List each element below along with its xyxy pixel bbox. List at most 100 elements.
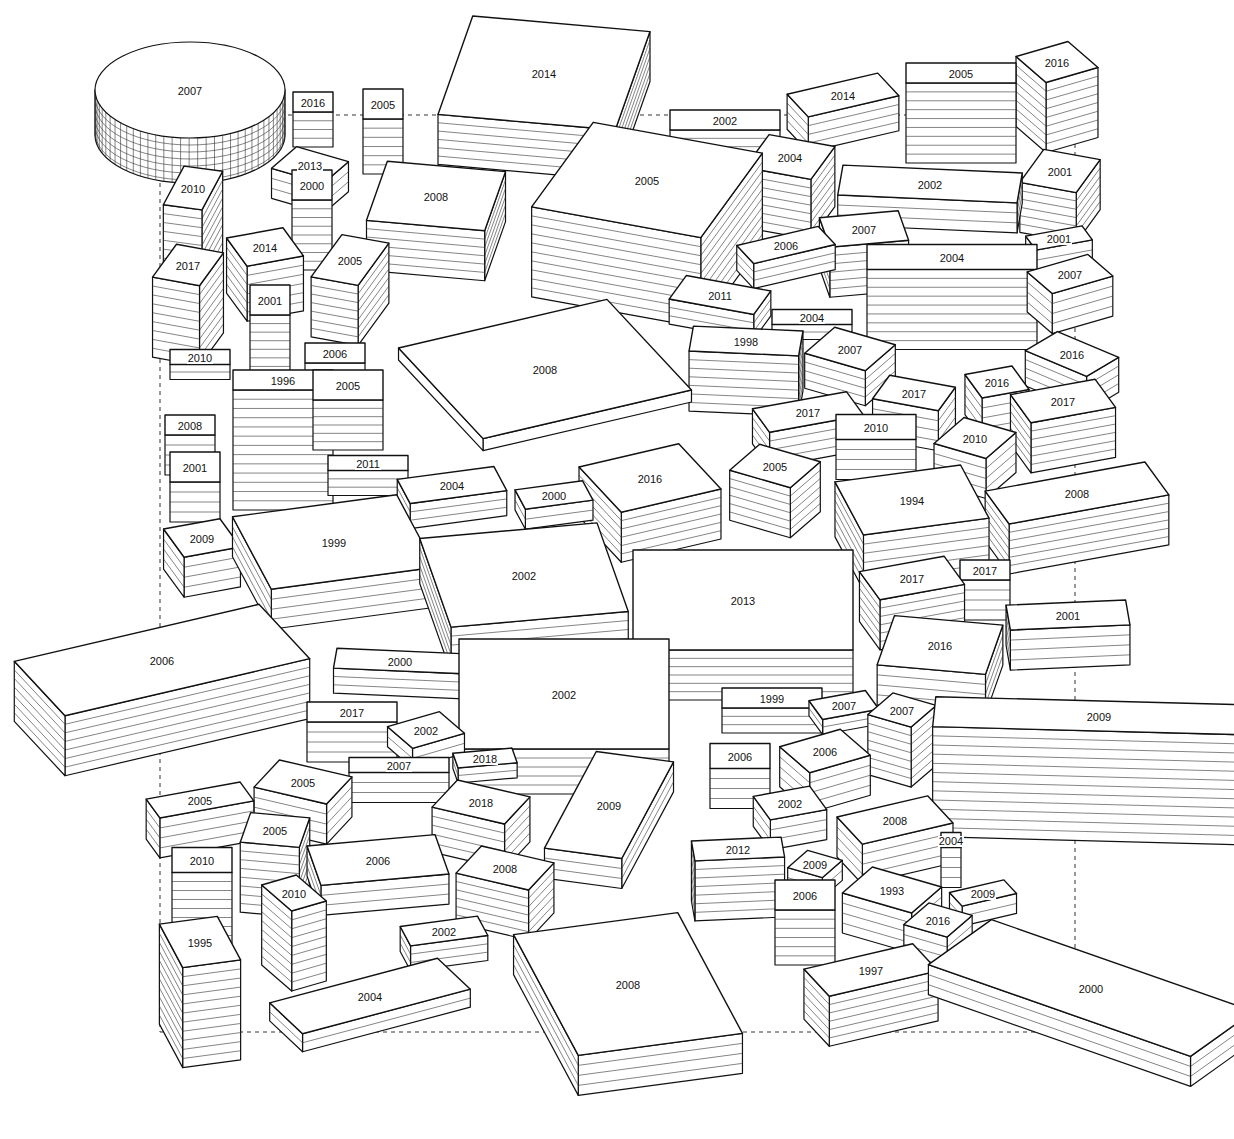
building-footprint: 2014 [531,64,557,82]
year-label: 2011 [355,459,381,470]
year-label: 2005 [634,176,660,187]
building-footprint: 1998 [733,332,759,350]
building-footprint: 1994 [899,491,925,509]
building-drawing [960,560,1010,620]
building-drawing [159,916,240,1067]
building-footprint: 2016 [1044,53,1070,71]
year-label: 2010 [962,434,988,445]
year-label: 2016 [637,474,663,485]
building-footprint: 2005 [762,457,788,475]
building-drawing [836,415,916,480]
building-drawing [933,697,1234,846]
building-footprint: 2008 [177,416,203,434]
building-drawing [453,748,517,783]
year-label: 2001 [1055,611,1081,622]
year-label: 2005 [187,796,213,807]
year-label: 2010 [281,889,307,900]
building-footprint: 2007 [837,340,863,358]
year-label: 2006 [149,656,175,667]
year-label: 2007 [177,86,203,97]
building-footprint: 1999 [759,689,785,707]
year-label: 2016 [927,641,953,652]
year-label: 2000 [299,181,325,192]
year-label: 2009 [596,801,622,812]
year-label: 2006 [773,241,799,252]
building-footprint: 2010 [281,884,307,902]
year-label: 2017 [795,408,821,419]
building-footprint: 2017 [972,561,998,579]
building-footprint: 2013 [297,156,323,174]
building-footprint: 2012 [725,840,751,858]
building-footprint: 2007 [177,81,203,99]
building-footprint: 2006 [322,344,348,362]
year-label: 2007 [851,225,877,236]
year-label: 2010 [189,856,215,867]
year-label: 2005 [290,778,316,789]
year-label: 2007 [386,761,412,772]
building-footprint: 2001 [182,458,208,476]
year-label: 2007 [831,701,857,712]
building-drawing [349,758,449,803]
building-footprint: 2008 [492,859,518,877]
building-footprint: 2001 [1047,162,1073,180]
building-footprint: 2009 [802,855,828,873]
year-label: 2013 [297,161,323,172]
year-label: 2000 [1078,984,1104,995]
year-label: 2017 [899,574,925,585]
building-footprint: 2001 [1055,606,1081,624]
year-label: 1997 [858,966,884,977]
year-label: 2006 [727,752,753,763]
building-footprint: 2009 [1086,707,1112,725]
building-footprint: 2005 [948,64,974,82]
year-label: 2004 [357,992,383,1003]
year-label: 1995 [187,938,213,949]
year-label: 2012 [725,845,751,856]
year-label: 2016 [925,916,951,927]
building-footprint: 2005 [370,95,396,113]
building-drawing [313,370,383,450]
year-label: 2018 [468,798,494,809]
year-label: 2005 [335,381,361,392]
building-footprint: 2002 [511,566,537,584]
building-drawing [334,648,467,699]
building-drawing [1020,149,1100,242]
building-footprint: 2016 [984,373,1010,391]
year-label: 2009 [970,889,996,900]
building-drawing [164,519,241,597]
building-footprint: 2016 [1059,345,1085,363]
year-label: 2010 [180,184,206,195]
year-label: 2008 [1064,489,1090,500]
building-drawing [363,89,403,174]
buildings [14,16,1234,1095]
year-label: 2017 [972,566,998,577]
year-label: 2004 [439,481,465,492]
year-label: 2008 [423,192,449,203]
building-drawing [804,944,938,1047]
year-label: 2008 [492,864,518,875]
building-footprint: 2005 [262,821,288,839]
building-drawing [691,837,784,921]
year-label: 2001 [182,463,208,474]
building-drawing [906,63,1016,163]
building-footprint: 2010 [180,179,206,197]
building-footprint: 2011 [707,286,733,304]
year-label: 2004 [938,836,964,847]
building-drawing [787,73,899,152]
building-drawing [1006,600,1130,670]
year-label: 2002 [917,180,943,191]
year-label: 2007 [837,345,863,356]
year-label: 2010 [187,353,213,364]
building-footprint: 2016 [300,93,326,111]
year-label: 2010 [863,423,889,434]
building-drawing [153,244,224,365]
building-footprint: 2004 [939,248,965,266]
building-footprint: 2002 [551,685,577,703]
year-label: 1999 [759,694,785,705]
building-drawing [311,235,389,346]
building-footprint: 2009 [189,529,215,547]
building-footprint: 2001 [1046,229,1072,247]
building-drawing [250,285,290,375]
building-footprint: 2002 [431,922,457,940]
building-footprint: 1995 [187,933,213,951]
year-label: 2002 [551,690,577,701]
